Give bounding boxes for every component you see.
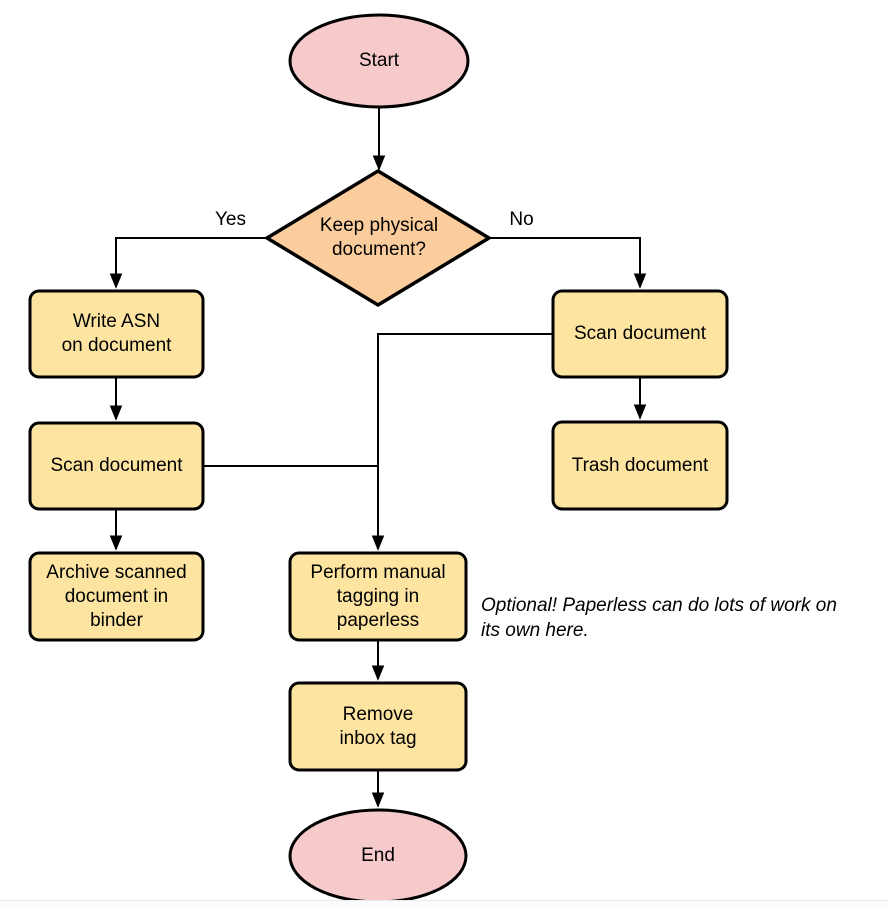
page-bottom-margin	[0, 901, 888, 907]
no-edge-label: No	[509, 209, 534, 230]
edge-decision-no-to-scan-right	[489, 237, 640, 287]
end-node-shape	[288, 808, 468, 904]
edge-scan-right-to-tagging	[378, 333, 553, 549]
tagging-node-shape	[288, 551, 468, 642]
page-bottom-divider	[0, 900, 888, 901]
trash-node-shape	[551, 420, 729, 511]
remove-inbox-node-shape	[288, 681, 468, 772]
archive-node-shape	[28, 551, 205, 642]
scan-right-node-shape	[551, 289, 729, 379]
yes-edge-label: Yes	[215, 209, 246, 230]
decision-node-shape	[263, 168, 493, 308]
edge-decision-yes-to-write-asn	[116, 237, 267, 287]
start-node-shape	[288, 13, 470, 109]
optional-annotation: Optional! Paperless can do lots of work …	[481, 595, 837, 641]
write-asn-node-shape	[28, 289, 205, 379]
scan-left-node-shape	[28, 421, 205, 511]
